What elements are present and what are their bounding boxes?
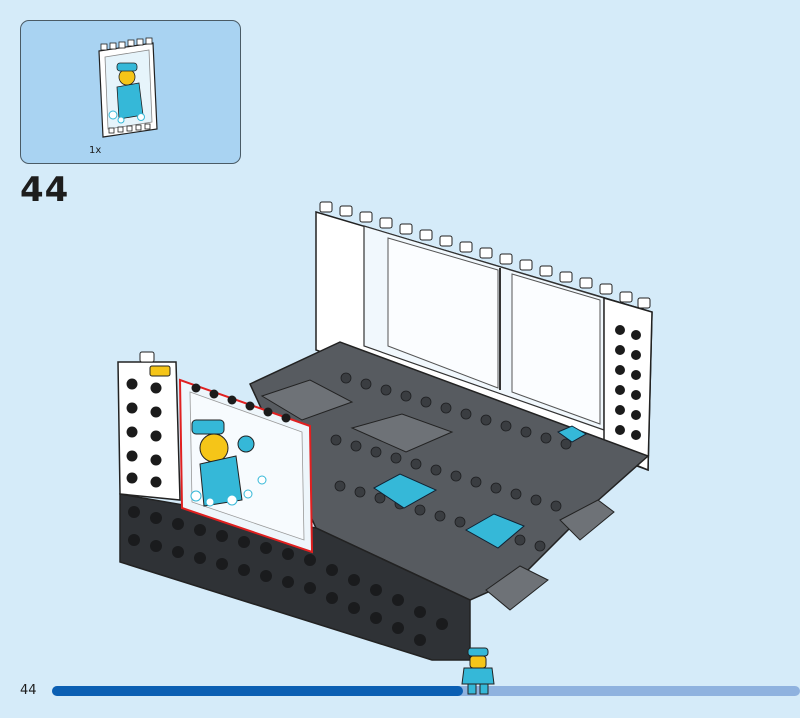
part-quantity: 1x xyxy=(89,145,102,156)
parts-callout: 1x xyxy=(20,20,241,164)
progress-fill xyxy=(52,686,464,696)
minifigure-marker-icon xyxy=(461,647,495,695)
step-number: 44 xyxy=(20,170,70,210)
page-number: 44 xyxy=(20,683,37,698)
progress-bar xyxy=(52,686,800,696)
window-panel-part-icon xyxy=(98,37,158,138)
